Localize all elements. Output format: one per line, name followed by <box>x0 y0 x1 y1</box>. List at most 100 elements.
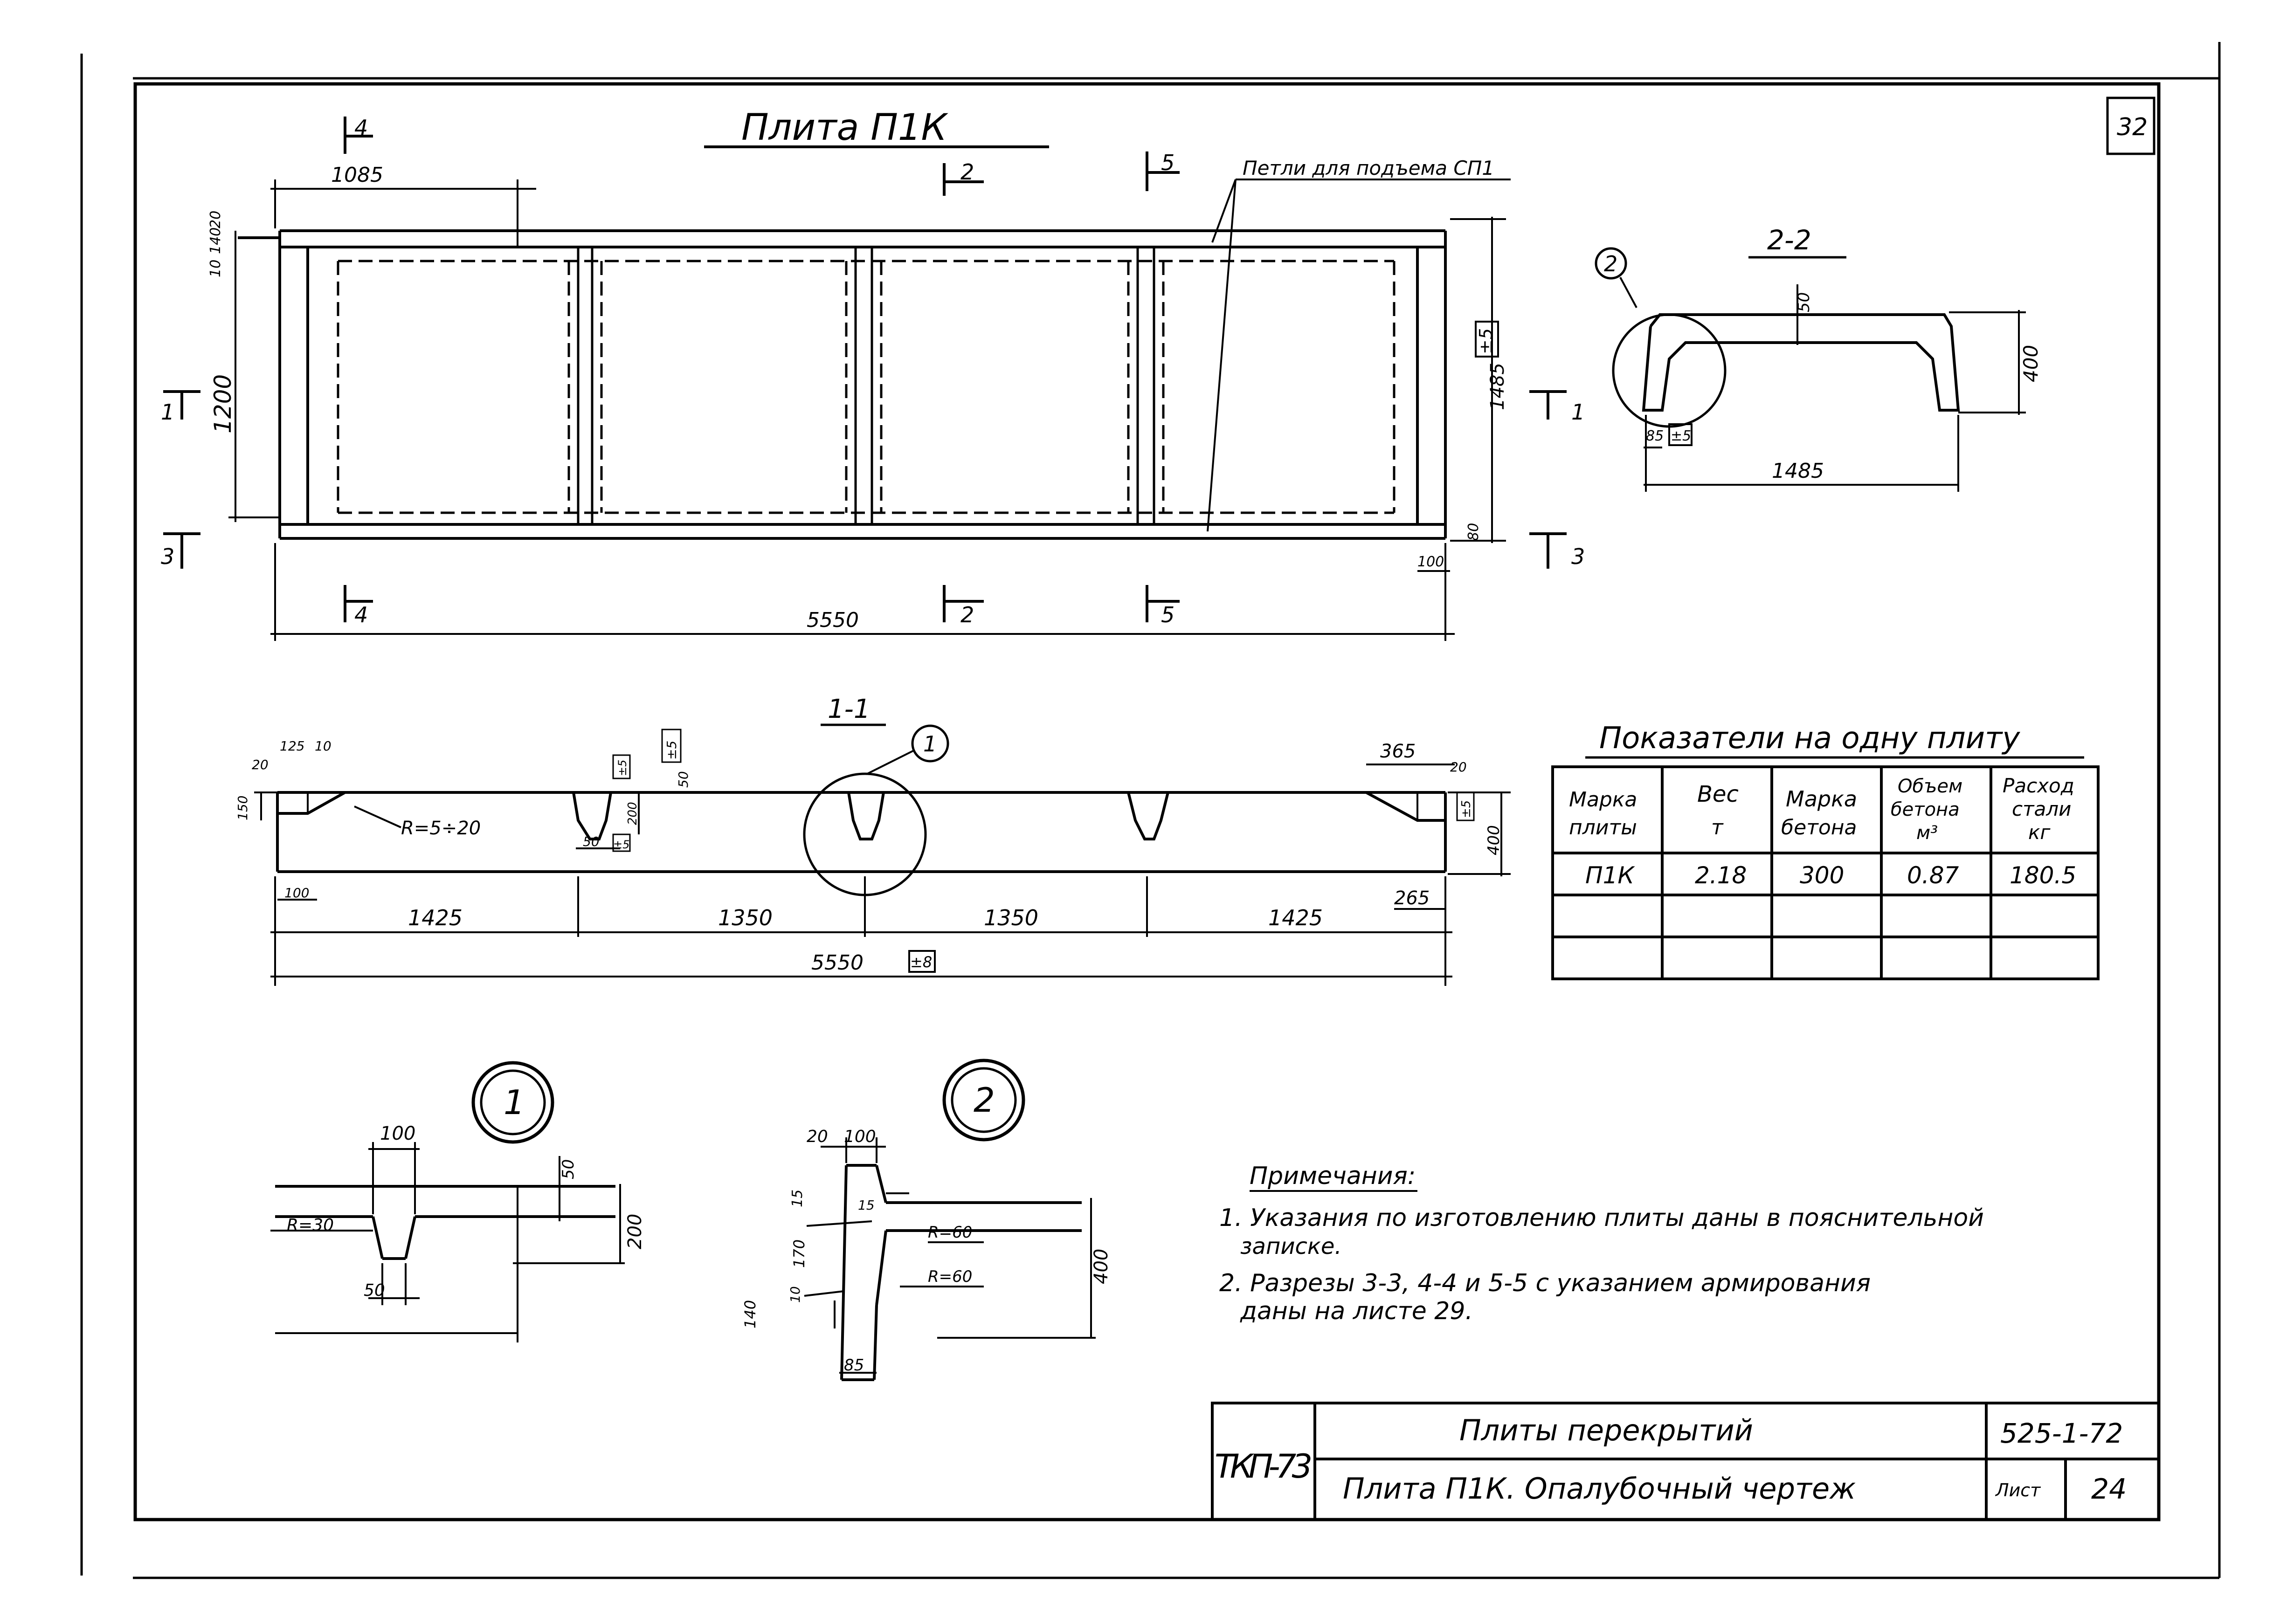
svg-text:±8: ±8 <box>910 953 932 971</box>
svg-text:265: 265 <box>1394 888 1430 909</box>
svg-text:1350: 1350 <box>984 905 1038 930</box>
svg-text:400: 400 <box>1091 1249 1112 1284</box>
svg-text:даны на листе 29.: даны на листе 29. <box>1240 1297 1473 1325</box>
svg-text:±5: ±5 <box>1671 428 1691 444</box>
svg-text:±5: ±5 <box>1459 800 1473 818</box>
section-1-1: 1-1 1 <box>235 694 1511 986</box>
svg-text:1: 1 <box>923 731 937 757</box>
drawing-frame <box>133 82 2161 1521</box>
svg-text:R=5÷20: R=5÷20 <box>401 818 481 839</box>
svg-text:100: 100 <box>844 1127 876 1146</box>
svg-text:200: 200 <box>624 1214 646 1249</box>
svg-text:85: 85 <box>1646 428 1664 444</box>
stamp-row2: Плита П1К. Опалубочный чертеж <box>1343 1472 1856 1506</box>
svg-text:140: 140 <box>741 1300 759 1328</box>
svg-text:±5: ±5 <box>664 741 679 760</box>
svg-text:15: 15 <box>858 1197 875 1213</box>
lifting-note: Петли для подъема СП1 <box>1243 157 1494 179</box>
svg-text:1-1: 1-1 <box>828 694 870 724</box>
svg-text:Расход: Расход <box>2003 774 2074 797</box>
sheet-frame <box>80 42 2221 1579</box>
svg-text:±5: ±5 <box>1476 328 1496 354</box>
svg-text:1: 1 <box>504 1083 525 1122</box>
svg-text:1350: 1350 <box>718 905 773 930</box>
svg-text:2. Разрезы 3-3, 4-4 и 5-5 с ук: 2. Разрезы 3-3, 4-4 и 5-5 с указанием ар… <box>1219 1269 1871 1297</box>
svg-text:П1К: П1К <box>1585 862 1635 889</box>
svg-text:4: 4 <box>354 115 368 140</box>
indicators-table: Показатели на одну плиту Марка плиты Вес… <box>1551 721 2100 980</box>
svg-text:R=60: R=60 <box>928 1223 972 1242</box>
stamp-code: ТКП-73 <box>1215 1447 1313 1486</box>
svg-text:2: 2 <box>1604 251 1617 276</box>
table-header: Марка плиты Вес т Марка бетона Объем бет… <box>1569 774 2074 844</box>
svg-text:±5: ±5 <box>613 838 629 851</box>
svg-text:5: 5 <box>1161 150 1175 175</box>
svg-text:0.87: 0.87 <box>1907 862 1959 889</box>
stamp-series: 525-1-72 <box>2000 1418 2123 1449</box>
svg-text:85: 85 <box>844 1356 864 1375</box>
svg-text:50: 50 <box>1795 292 1813 312</box>
svg-text:50: 50 <box>364 1281 385 1300</box>
svg-text:20: 20 <box>252 757 269 772</box>
svg-text:100: 100 <box>284 885 309 901</box>
detail-2: 2 20 100 15 15 170 <box>741 1059 1112 1381</box>
svg-text:3: 3 <box>161 544 174 569</box>
table-title: Показатели на одну плиту <box>1599 721 2020 756</box>
svg-text:2.18: 2.18 <box>1695 862 1747 889</box>
svg-text:20: 20 <box>207 211 224 228</box>
svg-text:200: 200 <box>626 802 640 825</box>
svg-text:400: 400 <box>2019 345 2042 382</box>
svg-text:150: 150 <box>235 796 250 820</box>
svg-text:1425: 1425 <box>1268 905 1323 930</box>
svg-text:бетона: бетона <box>1891 799 1960 820</box>
title-block: ТКП-73 Плиты перекрытий Плита П1К. Опалу… <box>1211 1402 2160 1521</box>
svg-text:50: 50 <box>676 771 691 788</box>
stamp-sheet-label: Лист <box>1995 1480 2041 1500</box>
svg-text:180.5: 180.5 <box>2010 862 2076 889</box>
svg-text:2: 2 <box>960 159 974 185</box>
svg-text:записке.: записке. <box>1240 1233 1342 1259</box>
svg-text:300: 300 <box>1800 862 1844 889</box>
notes-title: Примечания: <box>1250 1162 1416 1190</box>
svg-text:50: 50 <box>559 1159 578 1179</box>
svg-text:Вес: Вес <box>1697 781 1739 807</box>
svg-text:4: 4 <box>354 602 368 627</box>
svg-text:1. Указания по изготовлению пл: 1. Указания по изготовлению плиты даны в… <box>1219 1204 1984 1232</box>
svg-text:1200: 1200 <box>209 374 236 434</box>
svg-text:1485: 1485 <box>1772 459 1824 483</box>
svg-text:м³: м³ <box>1916 822 1938 844</box>
svg-text:1485: 1485 <box>1487 363 1508 410</box>
detail-1: 1 100 50 200 R=30 50 <box>270 1061 646 1342</box>
svg-text:2: 2 <box>974 1080 995 1120</box>
svg-text:2-2: 2-2 <box>1767 224 1811 256</box>
svg-text:5: 5 <box>1161 602 1175 627</box>
sheet-number-box: 32 <box>2106 96 2156 155</box>
svg-text:100: 100 <box>1417 554 1444 570</box>
table-row: П1К 2.18 300 0.87 180.5 <box>1585 862 2076 889</box>
svg-text:Марка: Марка <box>1786 786 1857 812</box>
svg-text:20: 20 <box>1450 759 1467 775</box>
svg-text:10: 10 <box>788 1286 803 1303</box>
svg-text:1425: 1425 <box>408 905 463 930</box>
svg-text:плиты: плиты <box>1569 816 1637 840</box>
sheet-number: 32 <box>2117 113 2148 141</box>
svg-text:1: 1 <box>161 399 174 425</box>
svg-text:Марка: Марка <box>1569 788 1637 812</box>
svg-text:стали: стали <box>2012 798 2071 820</box>
svg-text:R=60: R=60 <box>928 1267 972 1286</box>
svg-text:Объем: Объем <box>1898 776 1962 797</box>
svg-text:170: 170 <box>790 1239 808 1268</box>
svg-text:1085: 1085 <box>331 163 383 187</box>
svg-text:2: 2 <box>960 602 974 627</box>
stamp-sheet-no: 24 <box>2091 1473 2127 1506</box>
svg-text:400: 400 <box>1485 825 1503 855</box>
plan-title: Плита П1К <box>741 107 949 149</box>
svg-text:т: т <box>1711 816 1724 840</box>
notes: Примечания: 1. Указания по изготовлению … <box>1219 1162 1984 1325</box>
svg-text:15: 15 <box>789 1190 806 1207</box>
svg-text:±5: ±5 <box>616 760 629 776</box>
svg-text:бетона: бетона <box>1781 816 1857 840</box>
section-2-2: 2-2 2 1485 400 50 85 ±5 <box>1595 224 2042 492</box>
svg-text:1: 1 <box>1571 399 1585 425</box>
